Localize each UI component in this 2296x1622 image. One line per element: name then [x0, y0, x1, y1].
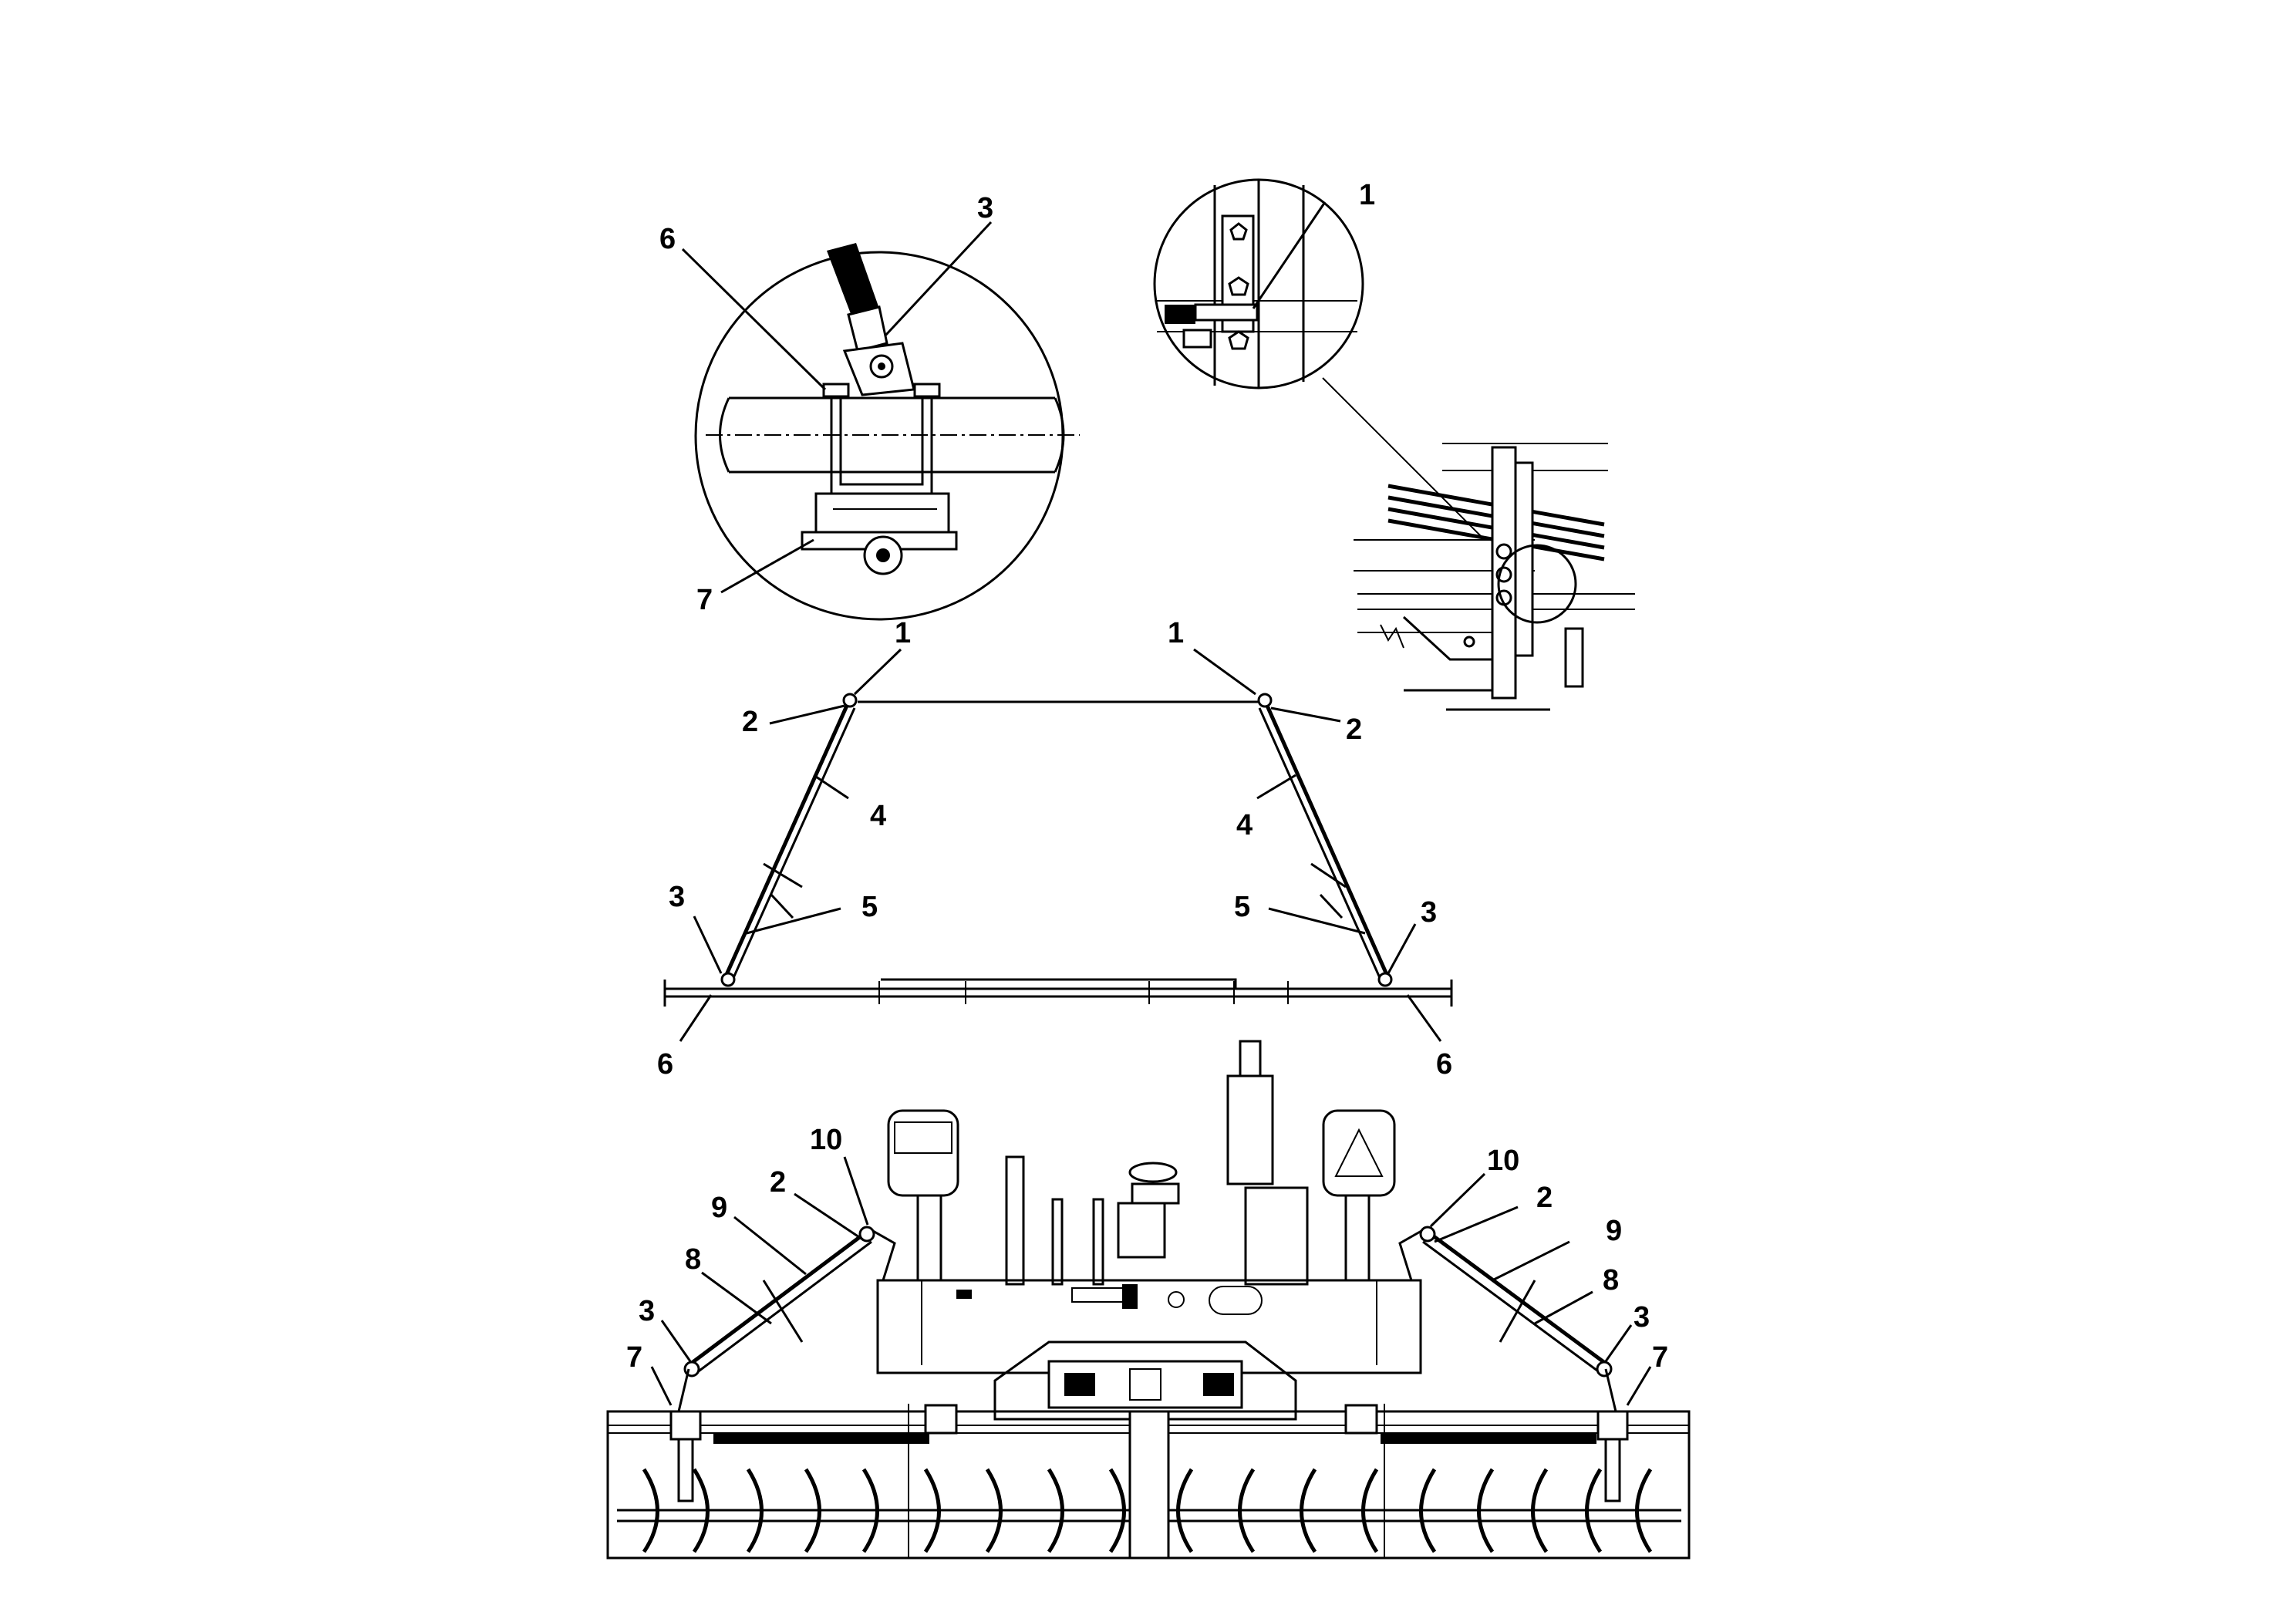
- callout-5-right: 5: [1234, 891, 1250, 923]
- detail-bracket: [1153, 178, 1635, 711]
- callout-2-right-front: 2: [1536, 1182, 1553, 1214]
- callout-10-left: 10: [810, 1124, 842, 1156]
- callout-8-right: 8: [1603, 1264, 1619, 1297]
- callout-6-right: 6: [1436, 1048, 1452, 1081]
- callout-3-right: 3: [1421, 896, 1437, 929]
- callout-8-left: 8: [685, 1243, 701, 1276]
- callout-6: 6: [659, 223, 676, 255]
- callout-1: 1: [1359, 179, 1375, 211]
- callout-2-right: 2: [1346, 713, 1362, 746]
- callout-9-left: 9: [711, 1192, 727, 1224]
- callout-3-left: 3: [669, 881, 685, 913]
- callout-6-left: 6: [657, 1048, 673, 1081]
- callout-1-left: 1: [895, 617, 911, 649]
- lever-handle: [827, 243, 879, 318]
- callout-4-right: 4: [1236, 809, 1253, 841]
- callout-3-right-front: 3: [1633, 1301, 1650, 1334]
- callout-4-left: 4: [870, 800, 886, 832]
- side-view-frame: [663, 648, 1453, 1042]
- callout-7: 7: [696, 584, 713, 616]
- callout-3: 3: [977, 192, 993, 224]
- callout-3-left-front: 3: [639, 1295, 655, 1327]
- callout-10-right: 10: [1487, 1145, 1519, 1177]
- callout-2-left: 2: [742, 706, 758, 738]
- detail-tow-clamp: [681, 221, 1080, 621]
- callout-7-right: 7: [1652, 1341, 1668, 1374]
- callout-2-left-front: 2: [770, 1166, 786, 1199]
- operator-seat-right: [1322, 1109, 1396, 1197]
- front-view-paver: [606, 1040, 1691, 1560]
- callout-5-left: 5: [861, 891, 878, 923]
- callout-7-left: 7: [626, 1341, 642, 1374]
- callout-9-right: 9: [1606, 1215, 1622, 1247]
- callout-1-right: 1: [1168, 617, 1184, 649]
